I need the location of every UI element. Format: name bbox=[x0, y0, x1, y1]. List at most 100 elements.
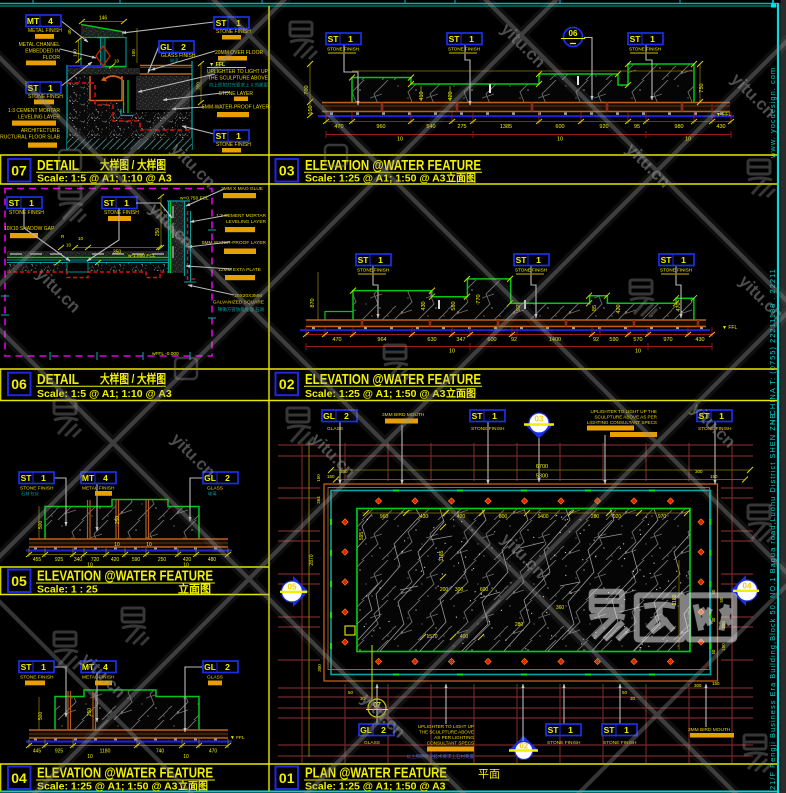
svg-text:STONE LAYER: STONE LAYER bbox=[218, 91, 253, 97]
svg-text:305: 305 bbox=[694, 683, 702, 688]
svg-text:镇锄方管防腐处理 石湖: 镇锄方管防腐处理 石湖 bbox=[218, 306, 265, 313]
svg-text:420: 420 bbox=[616, 304, 622, 313]
svg-text:50: 50 bbox=[711, 589, 716, 594]
svg-text:925: 925 bbox=[55, 557, 64, 563]
svg-text:10: 10 bbox=[87, 563, 93, 569]
svg-text:ELEVATION @WATER FEATURE: ELEVATION @WATER FEATURE bbox=[37, 568, 213, 585]
svg-text:250: 250 bbox=[155, 228, 161, 237]
svg-text:600: 600 bbox=[555, 124, 564, 130]
svg-text:590: 590 bbox=[132, 557, 141, 563]
svg-text:740: 740 bbox=[156, 749, 165, 755]
svg-text:150: 150 bbox=[316, 474, 321, 482]
svg-text:870: 870 bbox=[310, 298, 316, 307]
svg-text:300: 300 bbox=[340, 469, 348, 474]
svg-text:DETAIL: DETAIL bbox=[37, 157, 79, 174]
svg-text:02: 02 bbox=[519, 742, 528, 751]
svg-text:STONE FINISH: STONE FINISH bbox=[20, 486, 54, 492]
svg-text:347: 347 bbox=[456, 337, 465, 343]
svg-text:STONE FINISH: STONE FINISH bbox=[9, 210, 44, 216]
svg-text:275: 275 bbox=[457, 124, 466, 130]
svg-text:02: 02 bbox=[279, 376, 295, 392]
svg-text:01: 01 bbox=[279, 770, 295, 786]
svg-text:1570: 1570 bbox=[426, 634, 437, 640]
svg-text:10: 10 bbox=[397, 137, 403, 143]
svg-text:▼ FFL: ▼ FFL bbox=[722, 325, 737, 331]
svg-text:立面图: 立面图 bbox=[446, 387, 476, 400]
svg-text:立面图: 立面图 bbox=[178, 582, 211, 596]
svg-text:1400: 1400 bbox=[549, 337, 561, 343]
svg-text:METAL FINISH: METAL FINISH bbox=[28, 28, 62, 34]
svg-text:455: 455 bbox=[33, 557, 42, 563]
svg-text:430: 430 bbox=[716, 124, 725, 130]
svg-text:21/F Pengji Business Era Build: 21/F Pengji Business Era Building,Block … bbox=[768, 413, 777, 790]
svg-text:STONE FINISH: STONE FINISH bbox=[28, 94, 63, 100]
svg-text:30: 30 bbox=[360, 696, 366, 701]
svg-text:以上照明灯光技术要求上石材要置: 以上照明灯光技术要求上石材要置 bbox=[407, 753, 475, 760]
svg-text:www. yocdesign. com: www. yocdesign. com bbox=[768, 67, 777, 159]
svg-text:LEVELING LAYER: LEVELING LAYER bbox=[226, 219, 267, 225]
svg-text:立面图: 立面图 bbox=[446, 172, 476, 185]
svg-text:12MM EXTA PLATE: 12MM EXTA PLATE bbox=[218, 267, 261, 273]
svg-text:10: 10 bbox=[114, 542, 120, 548]
svg-text:964: 964 bbox=[377, 337, 386, 343]
svg-text:10: 10 bbox=[78, 236, 84, 241]
svg-text:UPLIGHTER TO LIGHT UP: UPLIGHTER TO LIGHT UP bbox=[207, 69, 269, 75]
svg-text:50: 50 bbox=[711, 649, 716, 654]
svg-text:470: 470 bbox=[209, 749, 218, 755]
svg-text:ARCHITECTURE: ARCHITECTURE bbox=[21, 128, 61, 134]
svg-text:540: 540 bbox=[426, 124, 435, 130]
svg-text:03: 03 bbox=[535, 415, 544, 424]
svg-text:DETAIL: DETAIL bbox=[37, 371, 79, 388]
svg-text:STONE FINISH: STONE FINISH bbox=[327, 47, 359, 52]
svg-text:150: 150 bbox=[721, 643, 726, 651]
svg-text:430: 430 bbox=[421, 301, 427, 310]
svg-text:07: 07 bbox=[11, 163, 27, 179]
svg-text:1400: 1400 bbox=[537, 514, 548, 520]
svg-text:10: 10 bbox=[635, 349, 641, 355]
svg-text:STONE FINISH: STONE FINISH bbox=[20, 675, 54, 681]
svg-text:50: 50 bbox=[719, 597, 724, 603]
svg-text:10X10 SHADOW GAP: 10X10 SHADOW GAP bbox=[4, 226, 55, 232]
svg-text:w+0.750 FCL: w+0.750 FCL bbox=[180, 196, 209, 202]
svg-text:玻璃: 玻璃 bbox=[170, 57, 178, 64]
svg-text:92: 92 bbox=[516, 305, 522, 311]
svg-text:w-1.950 FCL: w-1.950 FCL bbox=[128, 253, 156, 259]
svg-text:玻璃: 玻璃 bbox=[208, 490, 216, 497]
svg-text:925: 925 bbox=[55, 749, 64, 755]
svg-text:Scale: 1:25 @ A1; 1:50 @ A3: Scale: 1:25 @ A1; 1:50 @ A3 bbox=[305, 173, 446, 185]
svg-text:10: 10 bbox=[183, 563, 189, 569]
svg-text:30: 30 bbox=[630, 696, 636, 701]
svg-text:92: 92 bbox=[593, 337, 599, 343]
svg-text:445: 445 bbox=[33, 749, 42, 755]
svg-text:920: 920 bbox=[613, 514, 622, 520]
svg-text:平面: 平面 bbox=[478, 769, 500, 781]
svg-text:150: 150 bbox=[327, 474, 335, 479]
svg-text:350: 350 bbox=[113, 250, 122, 256]
svg-text:700: 700 bbox=[304, 85, 310, 94]
svg-text:6700: 6700 bbox=[536, 464, 548, 470]
svg-text:METAL CHANNEL: METAL CHANNEL bbox=[19, 42, 61, 48]
svg-text:06: 06 bbox=[11, 376, 27, 392]
svg-text:146: 146 bbox=[99, 16, 108, 22]
svg-text:R: R bbox=[61, 234, 65, 239]
svg-text:960: 960 bbox=[380, 514, 389, 520]
svg-text:95: 95 bbox=[634, 124, 640, 130]
svg-text:STONE FINISH: STONE FINISH bbox=[448, 47, 480, 52]
svg-text:STONE FINISH: STONE FINISH bbox=[357, 268, 389, 273]
svg-text:04: 04 bbox=[11, 770, 27, 786]
svg-text:470: 470 bbox=[676, 302, 682, 311]
svg-text:800: 800 bbox=[499, 514, 508, 520]
svg-text:05: 05 bbox=[11, 573, 27, 589]
svg-text:2870: 2870 bbox=[309, 554, 315, 565]
svg-text:07: 07 bbox=[373, 702, 381, 709]
svg-text:3MM BIRD MOUTH: 3MM BIRD MOUTH bbox=[688, 727, 731, 733]
svg-text:FLOOR: FLOOR bbox=[43, 55, 61, 61]
svg-text:30: 30 bbox=[711, 617, 716, 622]
svg-text:970: 970 bbox=[658, 514, 667, 520]
svg-text:LIGHTING CONSULTANT SPECS: LIGHTING CONSULTANT SPECS bbox=[587, 420, 657, 425]
svg-text:05: 05 bbox=[288, 583, 297, 592]
svg-text:1180: 1180 bbox=[672, 594, 678, 605]
svg-text:GLASS FINISH: GLASS FINISH bbox=[161, 53, 196, 59]
svg-text:720: 720 bbox=[91, 557, 100, 563]
svg-text:480: 480 bbox=[208, 557, 217, 563]
